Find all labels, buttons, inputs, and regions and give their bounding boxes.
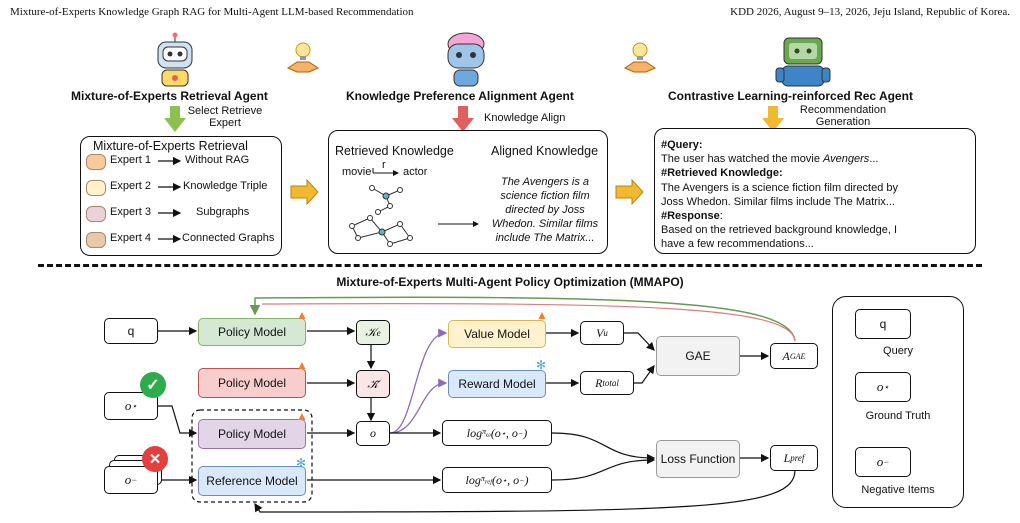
- aligned-knowledge-text: The Avengers is a science fiction film d…: [491, 176, 599, 244]
- ground-truth-node: o⋆: [104, 392, 158, 420]
- triple-head: movie: [342, 166, 372, 178]
- expert-4-target: Connected Graphs: [182, 232, 275, 244]
- pig-icon: [86, 154, 106, 170]
- value-model: Value Model: [448, 320, 546, 348]
- mmapo-title: Mixture-of-Experts Multi-Agent Policy Op…: [336, 275, 684, 289]
- knowledge-align-label: Knowledge Align: [484, 112, 566, 124]
- orange-down-arrow: [762, 106, 784, 132]
- check-icon: ✓: [140, 372, 166, 398]
- expert-4-label: Expert 4: [110, 232, 151, 244]
- paper-running-title: Mixture-of-Experts Knowledge Graph RAG f…: [10, 6, 414, 18]
- knowledge-graph: [349, 168, 479, 247]
- reference-model: Reference Model: [198, 466, 306, 496]
- legend-negative-caption: Negative Items: [861, 484, 935, 496]
- triple-relation: r: [382, 159, 386, 171]
- retrieval-agent-title: Mixture-of-Experts Retrieval Agent: [71, 89, 268, 103]
- subgraph-1: [369, 185, 403, 215]
- expert-2-label: Expert 2: [110, 180, 151, 192]
- cross-icon: ✕: [142, 446, 168, 472]
- green-down-arrow: [164, 106, 186, 132]
- gae-box: GAE: [656, 336, 740, 376]
- legend-negative-node: o−: [855, 447, 911, 477]
- snowflake-icon-2: ✻: [536, 358, 547, 372]
- expert-2-target: Knowledge Triple: [183, 180, 268, 192]
- legend-ground-truth-node: o⋆: [855, 372, 911, 402]
- rec-output-text: #Query: The user has watched the movie A…: [661, 139, 899, 251]
- policy-model-green: Policy Model: [198, 318, 306, 346]
- snowflake-icon: ✻: [296, 456, 307, 470]
- flame-icon-3: ▲: [296, 409, 308, 423]
- subgraph-2: [349, 215, 413, 247]
- expert-1-target: Without RAG: [185, 154, 250, 166]
- aligned-knowledge-title: Aligned Knowledge: [491, 144, 599, 158]
- orange-right-arrow-2: [615, 178, 644, 206]
- orange-right-arrow-1: [290, 178, 319, 206]
- legend-box: [832, 296, 964, 508]
- legend-q-node: q: [855, 309, 911, 339]
- handshake-idea-icon: [286, 42, 320, 73]
- red-down-arrow: [452, 106, 474, 132]
- policy-model-purple: Policy Model: [198, 419, 306, 449]
- alignment-robot-icon: [447, 32, 485, 87]
- moe-retrieval-title: Mixture-of-Experts Retrieval: [93, 139, 248, 153]
- retrieval-robot-icon: [157, 32, 193, 87]
- alignment-agent-title: Knowledge Preference Alignment Agent: [346, 89, 574, 103]
- legend-query-caption: Query: [883, 345, 913, 357]
- aligned-knowledge-node: 𝒦̃: [356, 370, 390, 398]
- flame-icon-4: ▲: [536, 308, 548, 322]
- policy-model-red: Policy Model: [198, 368, 306, 398]
- expert-3-label: Expert 3: [110, 206, 151, 218]
- output-o-node: o: [356, 421, 390, 446]
- rec-agent-title: Contrastive Learning-reinforced Rec Agen…: [668, 89, 913, 103]
- reward-model: Reward Model: [448, 370, 546, 398]
- flame-icon: ▲: [296, 308, 308, 322]
- retrieved-knowledge-title: Retrieved Knowledge: [335, 144, 454, 158]
- agent-arrows: [164, 106, 784, 132]
- query-node: q: [104, 318, 158, 344]
- hamster-icon: [86, 232, 106, 248]
- section-divider: [38, 264, 982, 267]
- loss-function-box: Loss Function: [656, 440, 740, 478]
- expert-1-label: Expert 1: [110, 154, 151, 166]
- flame-icon-2: ▲: [296, 358, 308, 372]
- expert-3-target: Subgraphs: [196, 206, 250, 218]
- triple-tail: actor: [403, 166, 428, 178]
- cat-icon: [86, 180, 106, 196]
- trainable-frame: [191, 409, 313, 503]
- legend-ground-truth-caption: Ground Truth: [865, 410, 931, 422]
- rec-output-box: #Query: The user has watched the movie A…: [654, 128, 976, 254]
- cat-icon-2: [86, 206, 106, 222]
- handshake-idea-icon-2: [623, 42, 657, 73]
- rec-robot-icon: [775, 37, 831, 87]
- expert-arrows: [158, 156, 644, 244]
- conference-info: KDD 2026, August 9–13, 2026, Jeju Island…: [730, 6, 1010, 18]
